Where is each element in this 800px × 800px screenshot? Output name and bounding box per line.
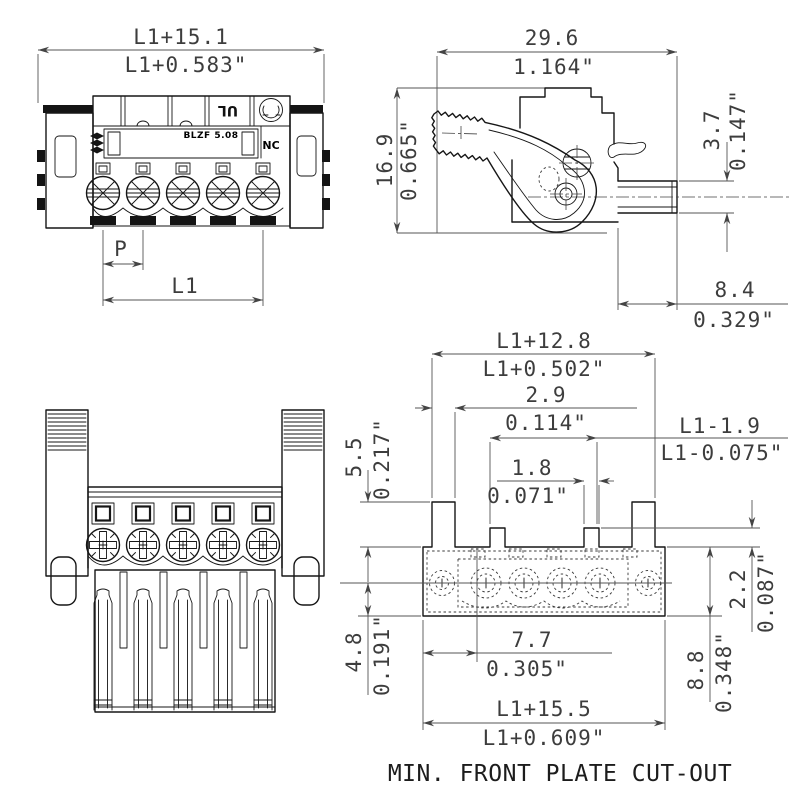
side-housing xyxy=(511,87,792,223)
cutout-dim-total-in: L1+0.609" xyxy=(483,726,606,750)
cutout-dim-height-in: 0.348" xyxy=(712,631,736,713)
cutout-dim-inner: L1-1.9 L1-0.075" xyxy=(489,414,788,524)
side-dim-height: 16.9 0.665" xyxy=(373,87,607,234)
side-dim-depth-in: 1.164" xyxy=(513,55,595,79)
cutout-dim-edge: 4.8 0.191" xyxy=(342,583,421,696)
drawing-caption: MIN. FRONT PLATE CUT-OUT xyxy=(388,761,732,787)
front-dim-length-label: L1 xyxy=(171,274,198,298)
cutout-dim-offset-mm: 7.7 xyxy=(512,628,553,652)
side-dim-pin-in: 0.147" xyxy=(726,89,750,171)
cutout-dim-edge-in: 0.191" xyxy=(370,614,394,696)
cutout-dim-total-mm: L1+15.5 xyxy=(496,697,592,721)
front-view: L1+15.1 L1+0.583" xyxy=(37,25,330,306)
csa-logo xyxy=(259,98,283,122)
cutout-view: L1+12.8 L1+0.502" 2.9 0.114" L1-1.9 L1-0… xyxy=(340,329,788,750)
cutout-dim-total: L1+15.5 L1+0.609" xyxy=(422,620,666,750)
ul-logo-text: UL xyxy=(218,102,238,118)
cutout-dim-width: L1+12.8 L1+0.502" xyxy=(431,329,656,498)
cutout-dim-bump: 2.2 0.087" xyxy=(601,500,778,633)
cutout-dim-tab-in: 0.114" xyxy=(505,411,587,435)
side-view: 29.6 1.164" 16.9 0.665" xyxy=(373,26,792,332)
cutout-dim-inner-in: L1-0.075" xyxy=(661,441,784,465)
cutout-dim-width-mm: L1+12.8 xyxy=(496,329,592,353)
weidmueller-logo xyxy=(90,132,104,154)
front-dim-overall-in: L1+0.583" xyxy=(125,53,248,77)
side-dim-pinlen-in: 0.329" xyxy=(693,308,775,332)
cutout-profile xyxy=(422,501,666,617)
side-dim-pin-mm: 3.7 xyxy=(700,110,724,151)
side-dim-pinlen-mm: 8.4 xyxy=(715,278,756,302)
unlocked-body xyxy=(85,486,283,569)
cutout-dim-tabh: 5.5 0.217" xyxy=(342,418,430,582)
front-marking-nc: NC xyxy=(262,139,279,152)
cutout-dim-inner-mm: L1-1.9 xyxy=(679,414,761,438)
unlocked-roller-left xyxy=(50,556,77,606)
front-dim-pitch-label: P xyxy=(114,237,128,261)
cutout-dim-tab-mm: 2.9 xyxy=(526,383,567,407)
cutout-dim-tabh-mm: 5.5 xyxy=(342,437,366,478)
cutout-dim-edge-mm: 4.8 xyxy=(342,632,366,673)
side-dim-depth-mm: 29.6 xyxy=(525,26,580,50)
cutout-dim-bump-in: 0.087" xyxy=(754,551,778,633)
front-dim-pitch: P L1 xyxy=(102,230,264,306)
cutout-dim-tab: 2.9 0.114" xyxy=(415,383,637,498)
cutout-dim-slot-in: 0.071" xyxy=(487,484,569,508)
ul-logo: UL xyxy=(218,102,238,118)
side-dim-pinlen: 8.4 0.329" xyxy=(617,228,788,332)
side-dim-height-in: 0.665" xyxy=(397,119,421,201)
cutout-dim-tabh-in: 0.217" xyxy=(370,418,394,500)
cutout-dim-slot-mm: 1.8 xyxy=(512,456,553,480)
front-dim-overall-mm: L1+15.1 xyxy=(133,25,229,49)
unlocked-view xyxy=(45,409,325,713)
cutout-dim-offset-in: 0.305" xyxy=(486,657,568,681)
cutout-dim-height: 8.8 0.348" xyxy=(667,547,736,713)
cutout-dim-offset: 7.7 0.305" xyxy=(423,628,612,681)
front-dim-overall: L1+15.1 L1+0.583" xyxy=(37,25,325,103)
unlocked-shroud xyxy=(93,569,276,713)
side-dim-depth: 29.6 1.164" xyxy=(436,26,678,310)
cutout-footprint xyxy=(340,547,672,662)
cutout-dim-bump-mm: 2.2 xyxy=(726,569,750,610)
side-dim-height-mm: 16.9 xyxy=(373,133,397,188)
cutout-dim-slot: 1.8 0.071" xyxy=(487,456,614,524)
front-connector-body: UL BLZF 5.08 NC xyxy=(37,95,330,229)
front-marking-product: BLZF 5.08 xyxy=(183,131,238,141)
cutout-dim-width-in: L1+0.502" xyxy=(483,357,606,381)
side-lever xyxy=(431,110,597,233)
unlocked-roller-right xyxy=(293,556,320,606)
cutout-dim-height-mm: 8.8 xyxy=(684,650,708,691)
side-dim-pin: 3.7 0.147" xyxy=(679,89,750,252)
